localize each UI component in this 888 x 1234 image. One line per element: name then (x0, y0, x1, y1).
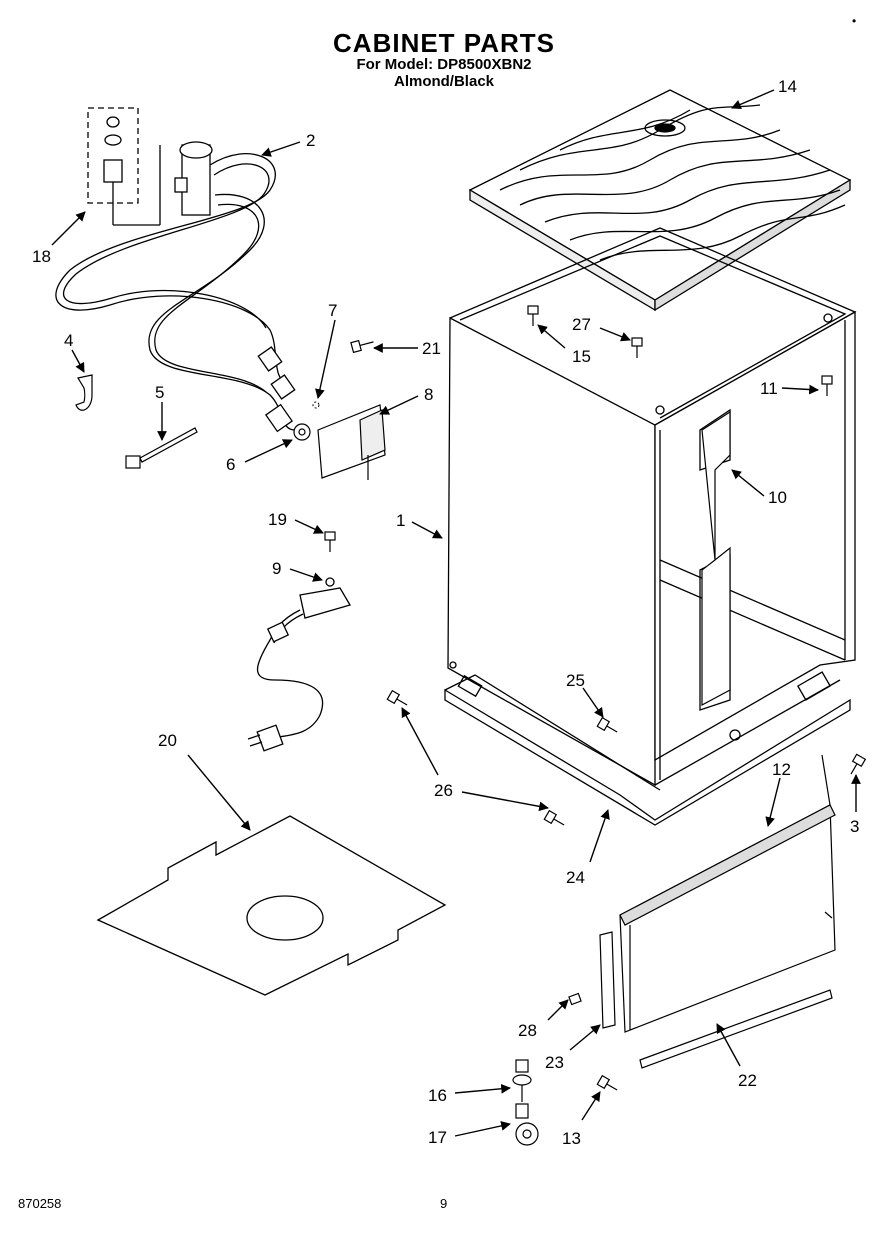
callout-16: 16 (428, 1086, 447, 1105)
callout-20: 20 (158, 731, 177, 750)
callout-numbers: 14 2 18 4 5 7 21 8 6 19 9 1 10 11 15 27 … (32, 77, 859, 1148)
callout-8: 8 (424, 385, 433, 404)
callout-26: 26 (434, 781, 453, 800)
corner-mark: • (852, 14, 857, 28)
callout-7: 7 (328, 301, 337, 320)
diagram-title: CABINET PARTS (333, 28, 555, 58)
callout-18: 18 (32, 247, 51, 266)
leveling-leg (512, 1059, 532, 1102)
hose-clamp (293, 423, 311, 441)
leader-lines (51, 89, 861, 1137)
callout-19: 19 (268, 510, 287, 529)
cabinet-top (468, 89, 852, 312)
cable-tie (125, 427, 198, 469)
inlet-valve-and-hose (55, 107, 296, 433)
color-line: Almond/Black (393, 73, 495, 90)
callout-21: 21 (422, 339, 441, 358)
page-number: 9 (440, 1196, 448, 1211)
callout-2: 2 (306, 131, 315, 150)
callout-24: 24 (566, 868, 585, 887)
hose-clip (75, 374, 93, 411)
callout-5: 5 (155, 383, 164, 402)
caster-wheel (515, 1103, 539, 1146)
callout-23: 23 (545, 1053, 564, 1072)
screws (324, 305, 867, 1091)
callout-22: 22 (738, 1071, 757, 1090)
power-cord (247, 577, 351, 752)
callout-4: 4 (64, 331, 73, 350)
access-cover (317, 404, 386, 480)
callout-28: 28 (518, 1021, 537, 1040)
side-bracket (701, 410, 731, 707)
retainer-dot (312, 401, 320, 409)
callout-17: 17 (428, 1128, 447, 1147)
callout-15: 15 (572, 347, 591, 366)
cabinet-frame (444, 227, 857, 826)
document-code: 870258 (18, 1196, 62, 1211)
callout-3: 3 (850, 817, 859, 836)
callout-27: 27 (572, 315, 591, 334)
callout-10: 10 (768, 488, 787, 507)
insulation-pad (96, 815, 447, 996)
model-line: For Model: DP8500XBN2 (356, 56, 532, 73)
callout-1: 1 (396, 511, 405, 530)
callout-6: 6 (226, 455, 235, 474)
callout-14: 14 (778, 77, 797, 96)
callout-9: 9 (272, 559, 281, 578)
callout-12: 12 (772, 760, 791, 779)
toe-panel-assembly (568, 754, 836, 1069)
callout-25: 25 (566, 671, 585, 690)
callout-11: 11 (760, 379, 778, 398)
callout-13: 13 (562, 1129, 581, 1148)
